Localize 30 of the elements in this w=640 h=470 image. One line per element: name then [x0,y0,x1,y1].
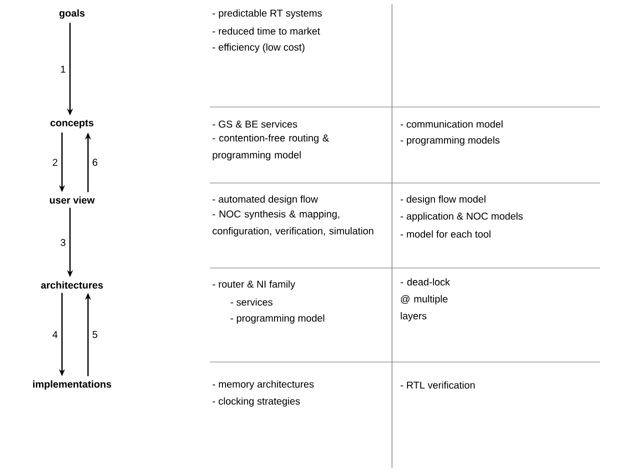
cell-text: - clocking strategies [212,397,300,407]
edge-label: 3 [60,238,66,246]
cell-text: - programming models [400,136,500,146]
edge-label: 6 [92,158,98,166]
edge-label: 5 [92,331,98,338]
cell-text: - reduced time to market [212,27,320,35]
cell-text: - memory architectures [212,380,314,390]
cell-text: - dead-lock @ multiple layers [400,278,450,322]
cell-text: - model for each tool [400,230,490,238]
cell-text: - contention-free routing & programming model [212,134,329,160]
cell-text: - programming model [230,314,324,324]
edge-label: 2 [52,158,58,166]
cell-text: - RTL verification [400,381,475,389]
stage-label: concepts [50,120,94,128]
cell-text: - services [230,298,272,306]
cell-text: - application & NOC models [400,212,523,222]
stage-label: user view [50,196,95,204]
stage-label: implementations [33,380,112,390]
cell-text: - design flow model [400,195,486,205]
stage-label: goals [59,9,85,19]
cell-text: - predictable RT systems [212,9,322,19]
edge-label: 4 [52,331,58,338]
cell-text: - communication model [400,120,502,128]
edge-label: 1 [61,66,66,73]
cell-text: - GS & BE services [212,120,298,128]
cell-text: - automated design flow [212,195,318,205]
cell-text: - NOC synthesis & mapping, configuration, verification, simulation [212,210,374,236]
cell-text: - router & NI family [212,280,296,290]
cell-text: - efficiency (low cost) [212,43,304,53]
stage-label: architectures [41,281,103,289]
